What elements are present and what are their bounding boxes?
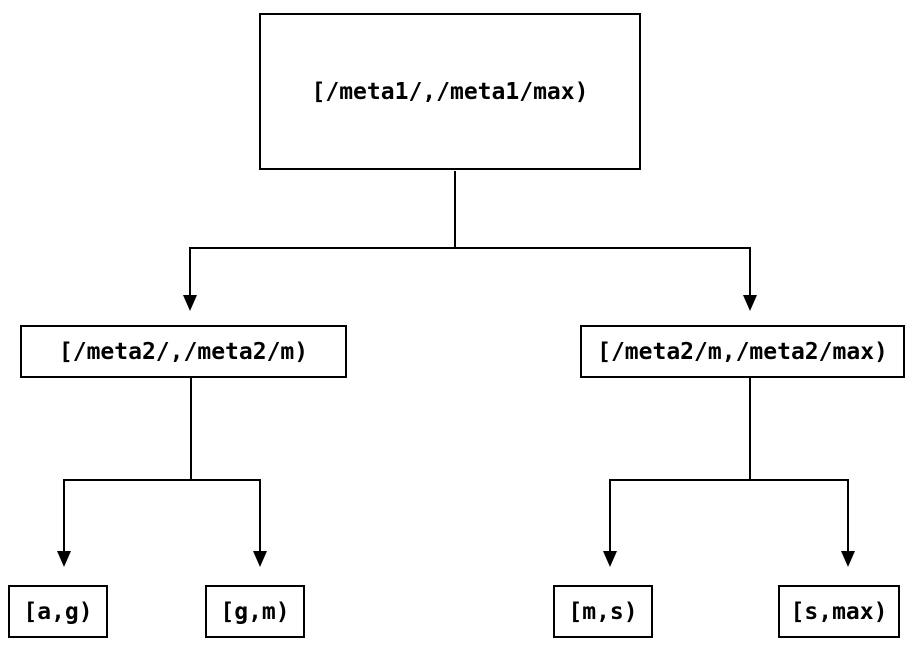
arrowhead-icon <box>183 295 197 311</box>
arrowhead-icon <box>841 551 855 567</box>
node-right-child-label: [/meta2/m,/meta2/max) <box>597 338 888 365</box>
node-root-label: [/meta1/,/meta1/max) <box>311 78 589 105</box>
node-right-child: [/meta2/m,/meta2/max) <box>580 325 905 378</box>
node-left-child: [/meta2/,/meta2/m) <box>20 325 347 378</box>
edge-root-to-right <box>455 247 751 296</box>
node-root: [/meta1/,/meta1/max) <box>259 13 641 170</box>
arrowhead-icon <box>743 295 757 311</box>
node-leaf-ms: [m,s) <box>553 585 653 638</box>
node-leaf-gm: [g,m) <box>205 585 305 638</box>
edge-right-to-ms <box>609 479 750 552</box>
arrowhead-icon <box>57 551 71 567</box>
node-leaf-smax-label: [s,max) <box>790 598 888 625</box>
node-leaf-ag-label: [a,g) <box>23 598 93 625</box>
edge-root-to-left <box>189 247 455 296</box>
node-leaf-ms-label: [m,s) <box>568 598 638 625</box>
edge-left-to-ag <box>63 479 191 552</box>
edge-left-to-gm <box>191 479 261 552</box>
node-left-child-label: [/meta2/,/meta2/m) <box>58 338 309 365</box>
node-leaf-ag: [a,g) <box>8 585 108 638</box>
arrowhead-icon <box>603 551 617 567</box>
node-leaf-gm-label: [g,m) <box>220 598 290 625</box>
edge-right-to-smax <box>750 479 849 552</box>
arrowhead-icon <box>253 551 267 567</box>
node-leaf-smax: [s,max) <box>778 585 900 638</box>
